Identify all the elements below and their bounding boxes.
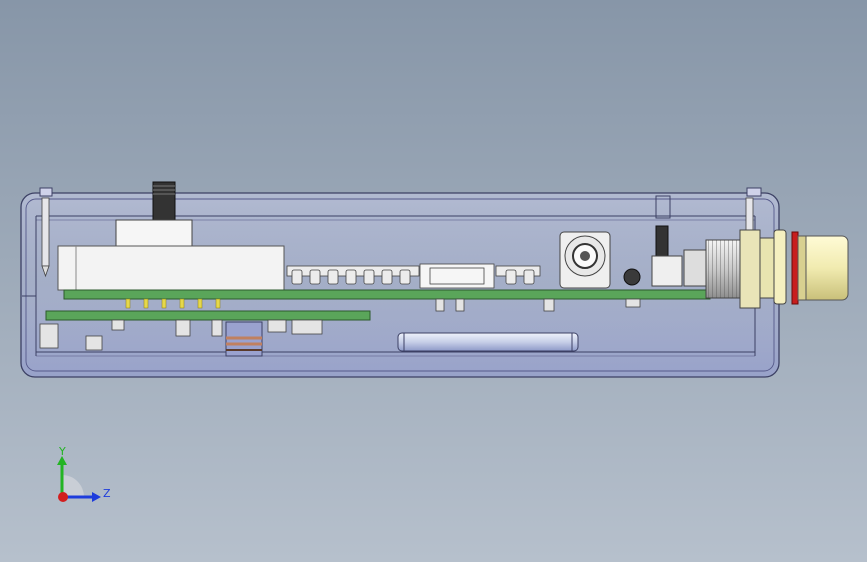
potentiometer[interactable] [559,231,611,289]
triad-x-axis-dot [58,492,68,502]
jack-assembly[interactable] [651,225,761,309]
module-block[interactable] [57,245,285,291]
component-row[interactable] [286,263,541,289]
led-component[interactable] [623,268,641,286]
main-pcb[interactable] [63,289,711,300]
triad-z-arrowhead [92,492,101,502]
header-pins [125,298,221,309]
orientation-triad: Y Z [57,445,111,502]
triad-y-label: Y [58,445,66,458]
underside-components[interactable] [39,298,641,351]
triad-z-label: Z [103,487,111,500]
lower-pcb[interactable] [45,310,371,321]
triad-quadrant-shape [62,475,84,497]
battery-cylinder[interactable] [397,332,579,352]
coil-component[interactable] [225,321,263,357]
triad-y-arrowhead [57,456,67,465]
rca-connector[interactable] [759,229,849,305]
